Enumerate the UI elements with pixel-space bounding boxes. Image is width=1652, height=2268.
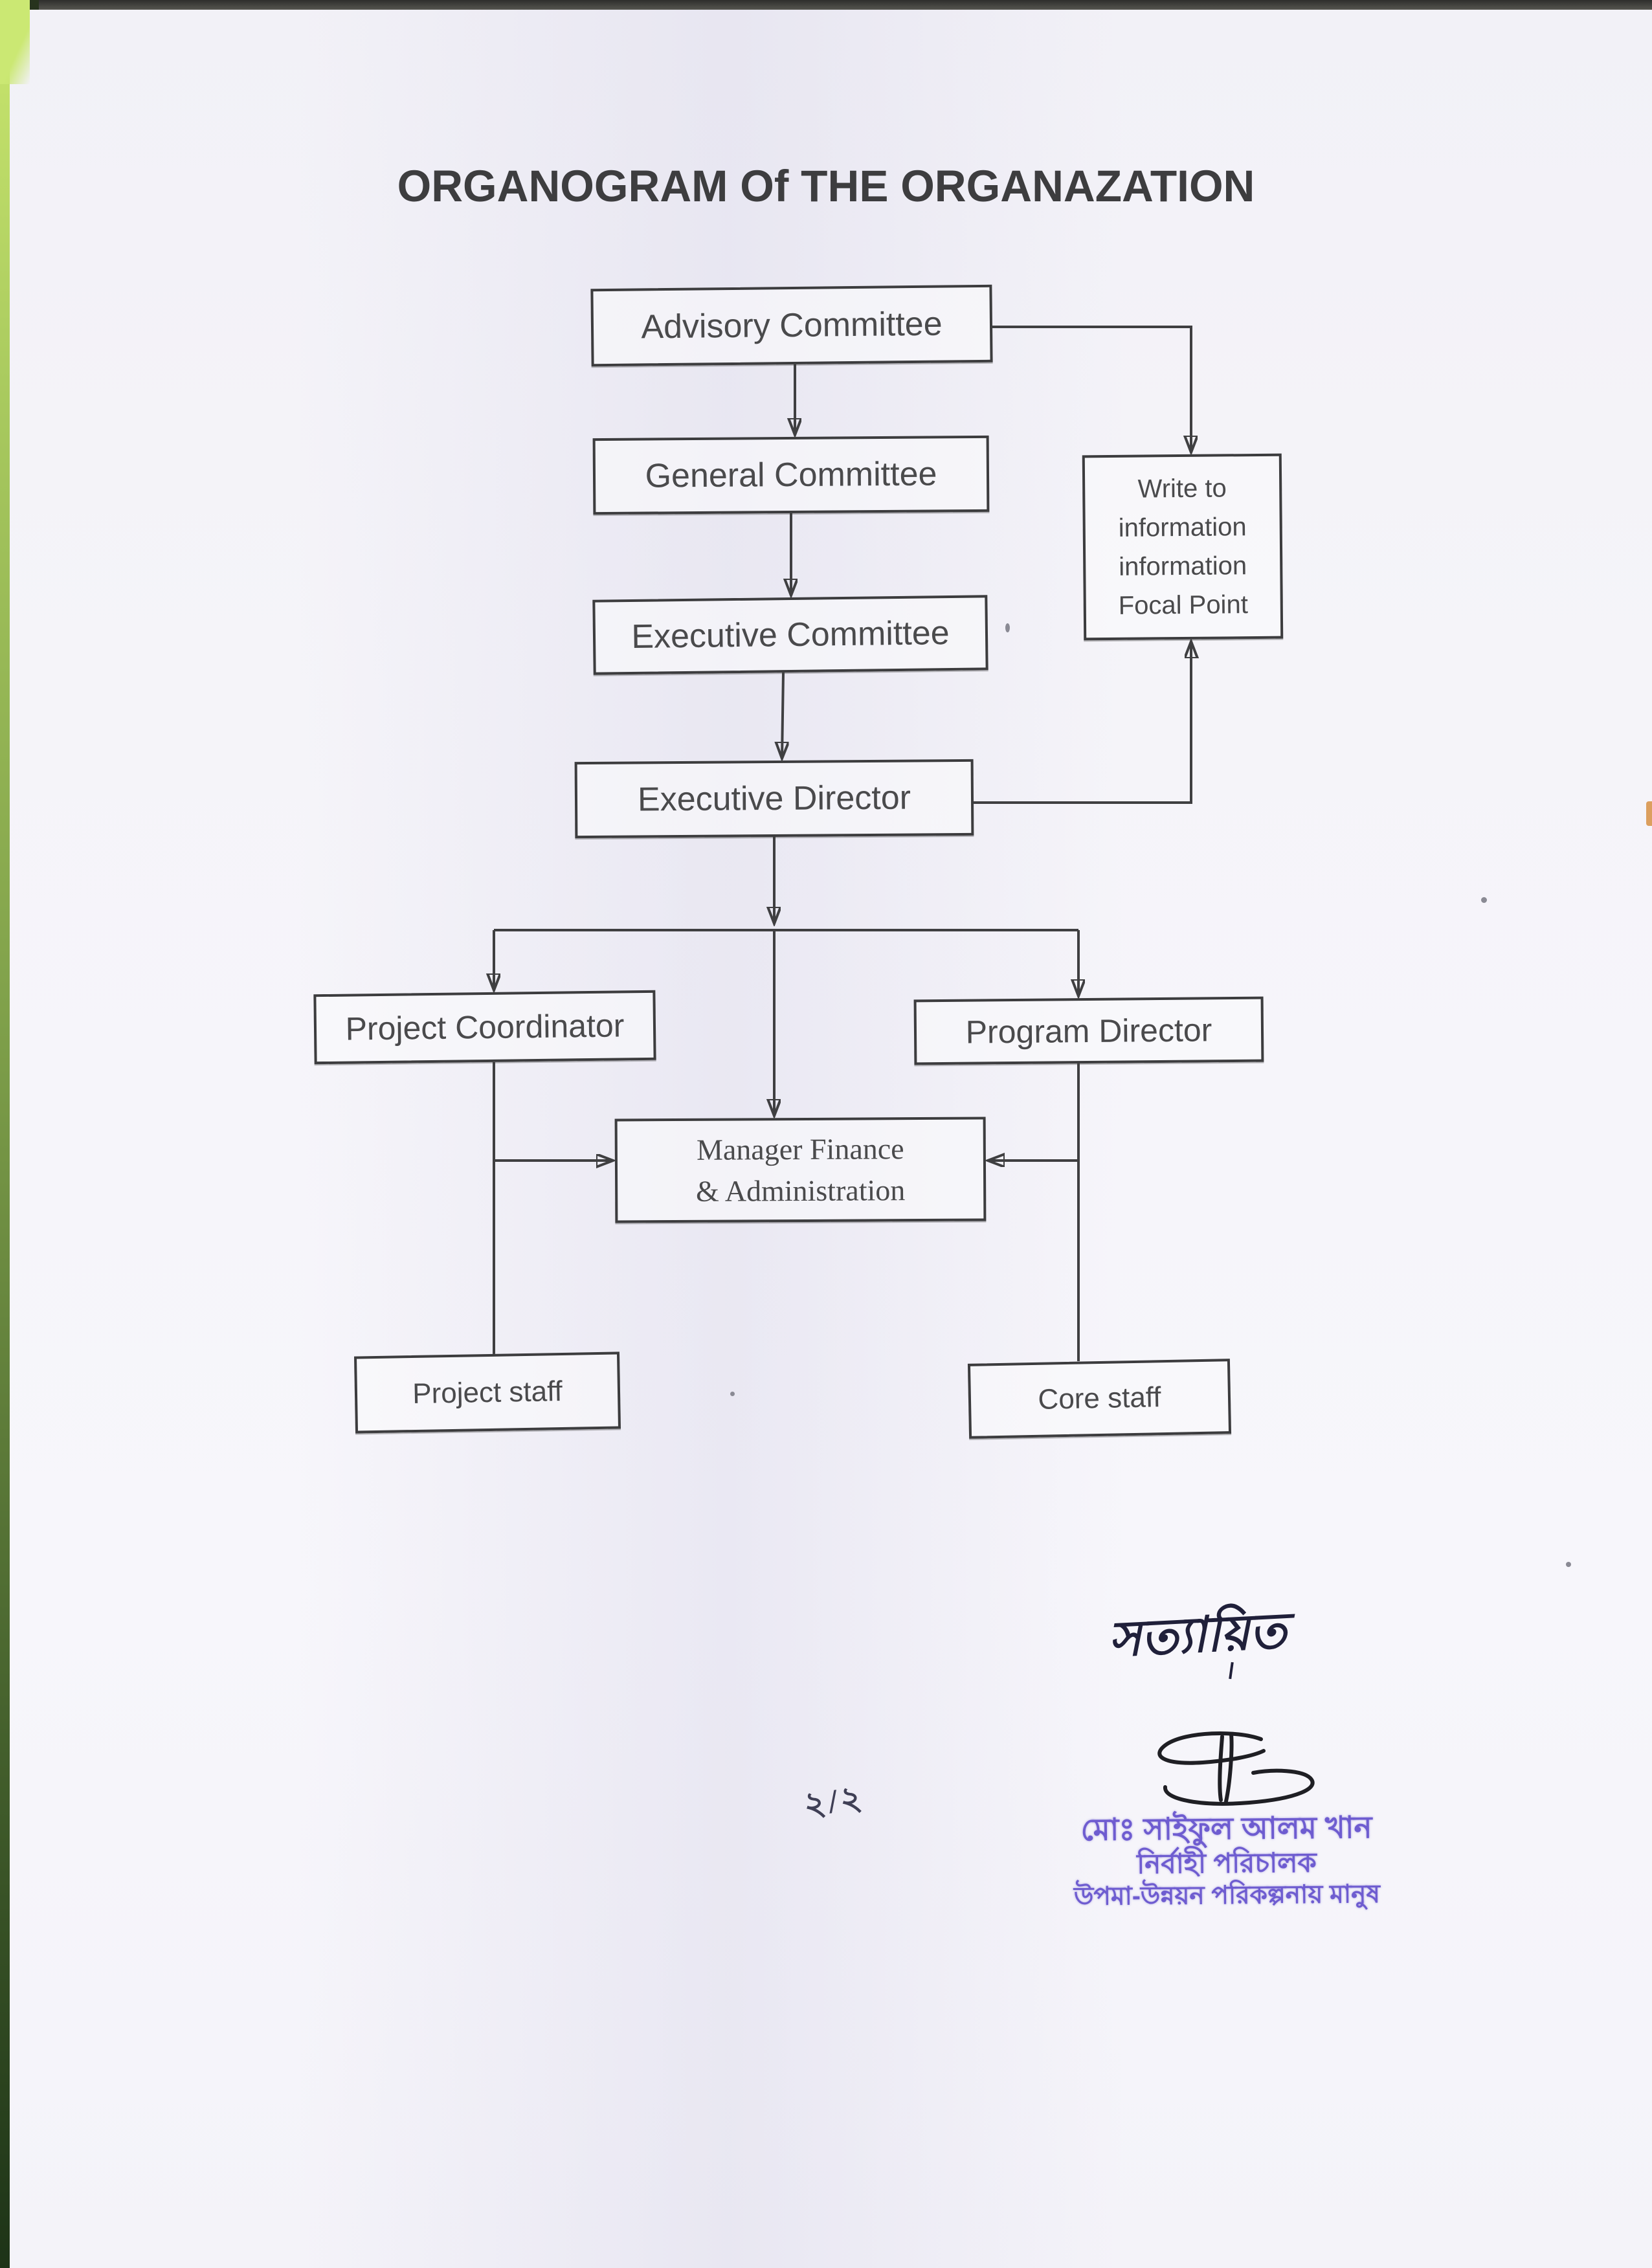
scan-speck-3 [730, 1392, 735, 1396]
node-manager-finance-administration: Manager Finance & Administration [614, 1117, 987, 1223]
node-label: Manager Finance & Administration [696, 1128, 906, 1212]
node-core-staff: Core staff [967, 1359, 1232, 1439]
write-to-line-1: Write to [1137, 474, 1227, 504]
node-program-director: Program Director [913, 996, 1264, 1065]
node-label: Program Director [965, 1011, 1212, 1051]
edge-execcom-execdir [782, 672, 783, 759]
node-advisory-committee: Advisory Committee [590, 284, 993, 367]
page-number: ২/২ [801, 1779, 867, 1825]
official-stamp: মোঃ সাইফুল আলম খান নির্বাহী পরিচালক উপমা… [1012, 1808, 1440, 1913]
scan-edge-left [0, 0, 10, 2268]
scan-corner-green-patch [0, 0, 30, 84]
node-label: General Committee [645, 455, 937, 495]
node-label: Project staff [412, 1375, 563, 1410]
write-to-line-2: information [1118, 513, 1247, 542]
signature-icon [1157, 1731, 1315, 1806]
mgrfin-line-1: Manager Finance [696, 1131, 904, 1166]
scan-orange-mark [1646, 801, 1652, 826]
node-label: Executive Director [637, 779, 911, 819]
page-title: ORGANOGRAM Of THE ORGANAZATION [397, 161, 1255, 211]
edge-advisory-writeto [992, 326, 1191, 452]
node-label: Core staff [1038, 1381, 1161, 1416]
node-label: Write to information information Focal P… [1117, 469, 1248, 625]
scan-speck-2 [1481, 897, 1487, 903]
write-to-line-3: information [1119, 551, 1247, 581]
node-executive-committee: Executive Committee [592, 595, 988, 675]
node-executive-director: Executive Director [574, 759, 974, 839]
node-project-staff: Project staff [353, 1351, 621, 1434]
stamp-organization: উপমা-উন্নয়ন পরিকল্পনায় মানুষ [1073, 1880, 1381, 1911]
node-general-committee: General Committee [592, 435, 990, 515]
edge-execdir-writeto [974, 641, 1191, 804]
stamp-designation: নির্বাহী পরিচালক [1137, 1847, 1317, 1880]
mgrfin-line-2: & Administration [695, 1173, 906, 1208]
scan-speck-1 [1005, 623, 1010, 632]
write-to-line-4: Focal Point [1118, 590, 1249, 620]
attested-handwriting: সত্যায়িত [1107, 1603, 1288, 1668]
node-project-coordinator: Project Coordinator [313, 990, 656, 1065]
node-label: Executive Committee [631, 614, 950, 656]
node-label: Project Coordinator [345, 1007, 625, 1047]
scan-edge-top [26, 0, 1652, 10]
node-label: Advisory Committee [641, 305, 943, 346]
scan-speck-4 [1566, 1562, 1571, 1567]
stamp-name: মোঃ সাইফুল আলম খান [1080, 1810, 1372, 1847]
node-write-to-information-focal-point: Write to information information Focal P… [1082, 453, 1284, 641]
